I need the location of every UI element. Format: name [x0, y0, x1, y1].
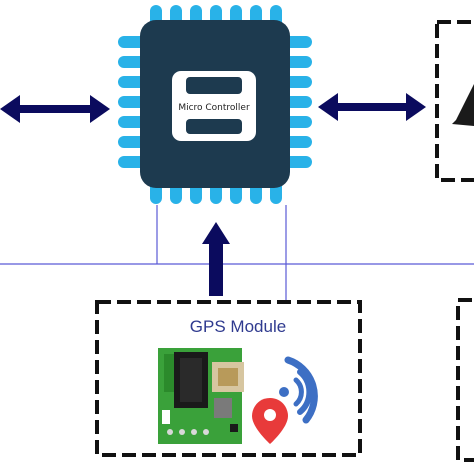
- right-double-arrow: [318, 93, 426, 121]
- display-device-icon: [452, 84, 474, 126]
- microcontroller-chip-icon: Micro Controller: [118, 5, 312, 204]
- chip-core-top: [186, 77, 242, 94]
- gps-pcb-icon: [158, 348, 244, 444]
- chip-core-bottom: [186, 119, 242, 134]
- gps-to-mc-arrow: [202, 222, 230, 296]
- left-double-arrow: [0, 95, 110, 123]
- bus-lines: [0, 205, 474, 300]
- microcontroller-label: Micro Controller: [178, 103, 250, 113]
- wireless-signal-icon: [279, 356, 318, 424]
- gps-module-box: GPS Module: [95, 300, 362, 457]
- bottom-right-module-box: [456, 298, 474, 462]
- gps-module-title: GPS Module: [190, 317, 286, 336]
- display-module-box: [435, 20, 474, 182]
- location-pin-icon: [252, 398, 288, 444]
